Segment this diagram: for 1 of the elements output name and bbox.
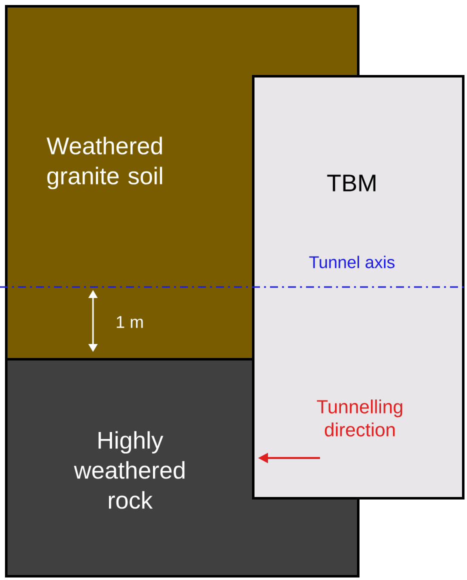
- dimension-label: 1 m: [116, 316, 143, 328]
